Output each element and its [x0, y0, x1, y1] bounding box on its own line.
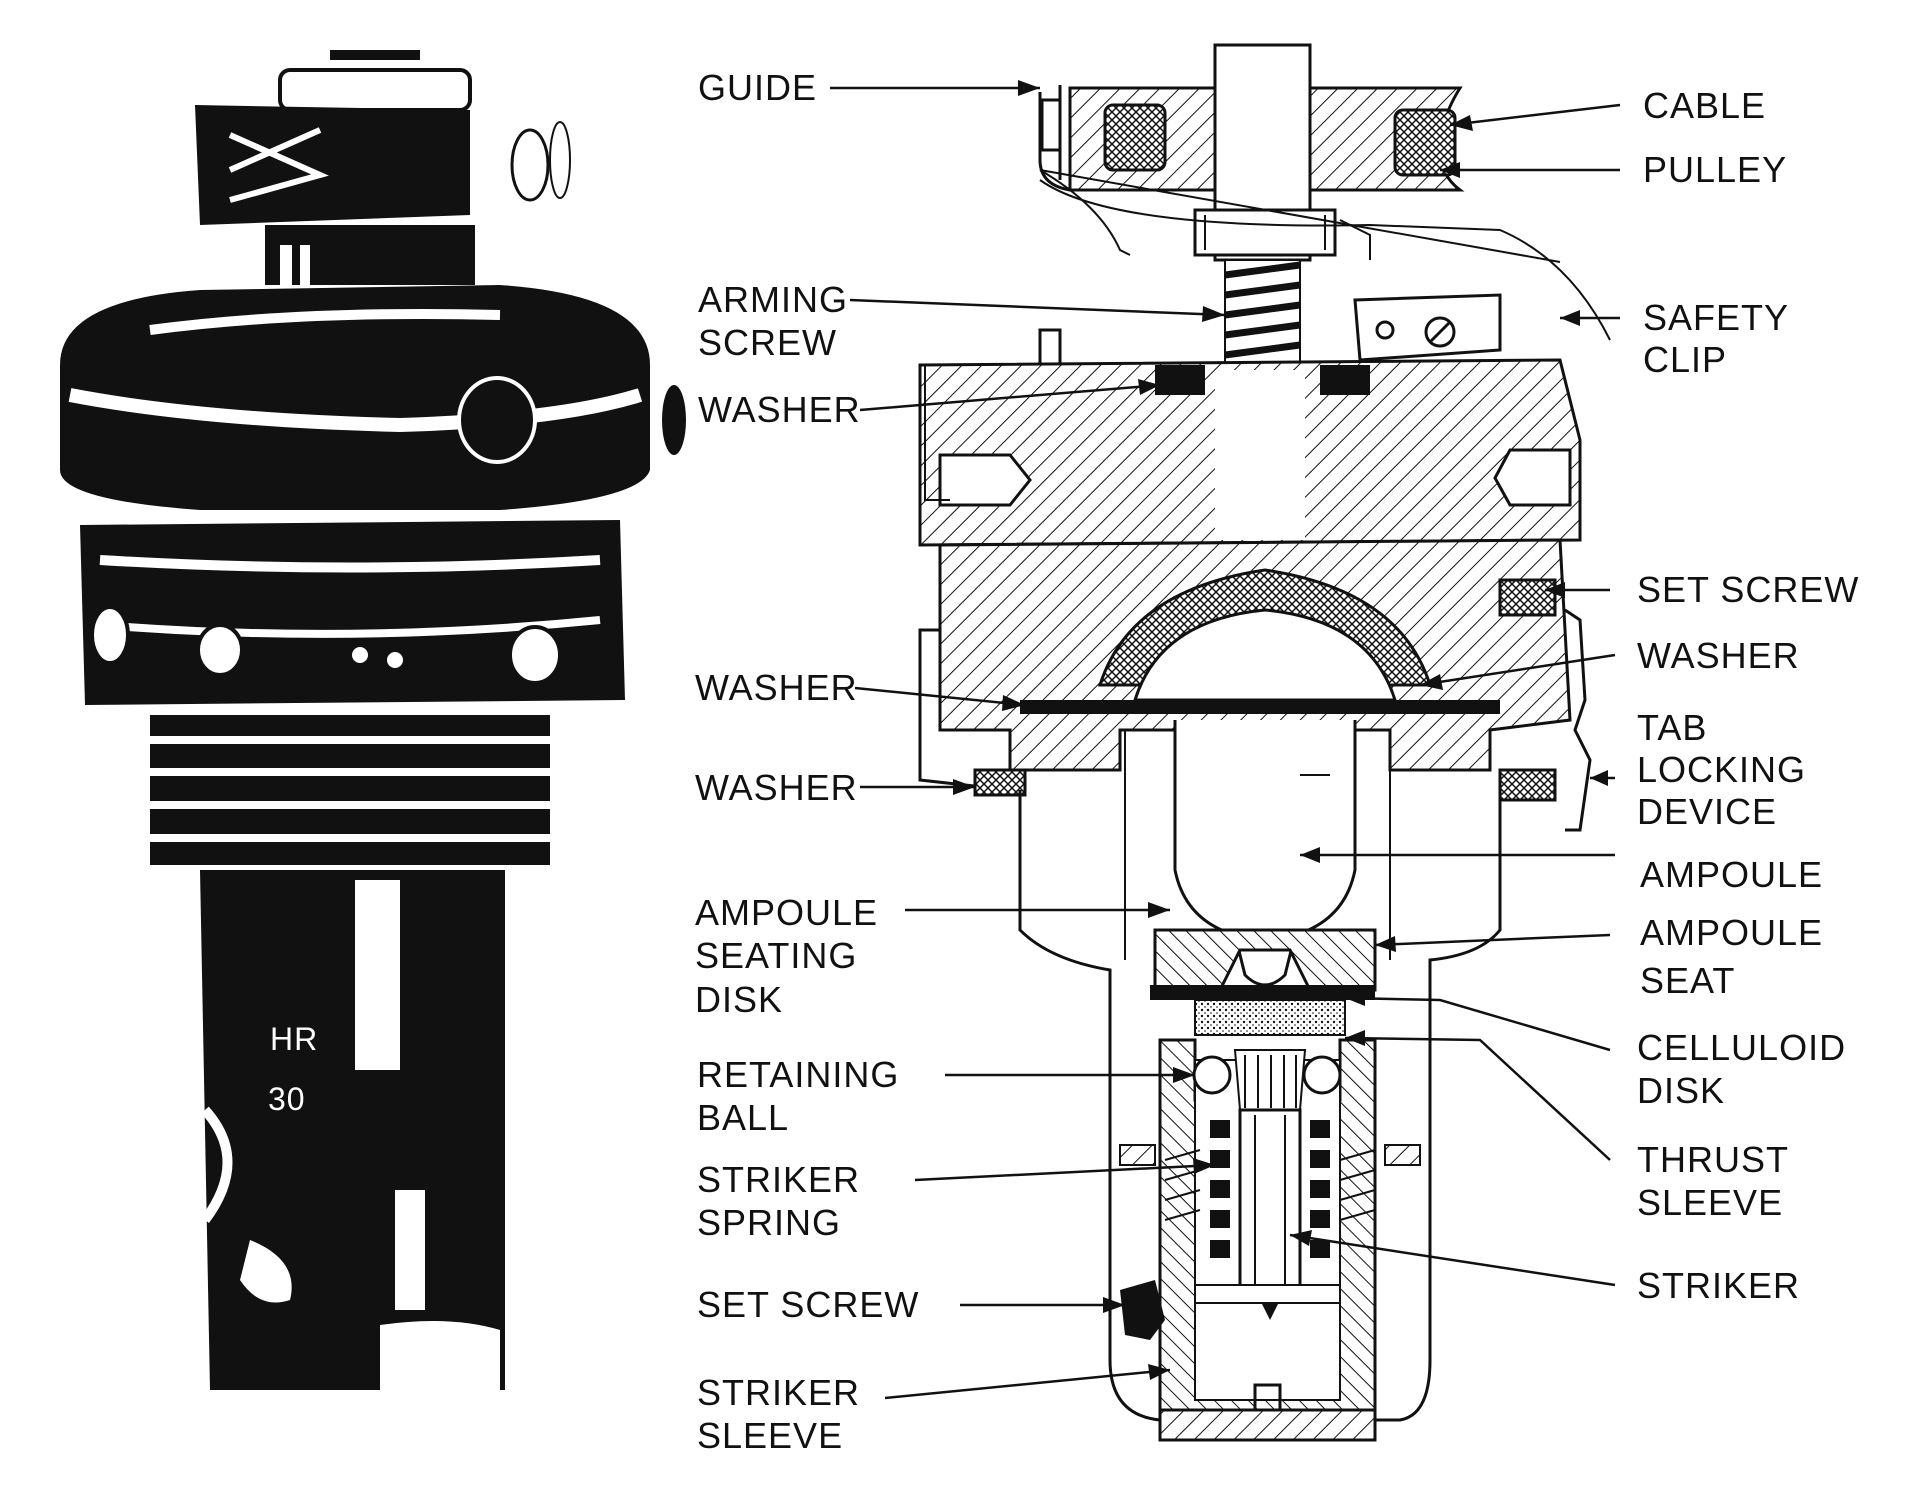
leader-lines: [830, 80, 1621, 1400]
label-arming-screw: ARMING SCREW: [698, 279, 859, 363]
label-guide: GUIDE: [698, 67, 817, 108]
photo-marking-line-1: HR: [270, 1021, 318, 1057]
label-striker-sleeve: STRIKER SLEEVE: [697, 1372, 871, 1456]
label-safety-clip: SAFETY CLIP: [1643, 297, 1799, 380]
label-pulley: PULLEY: [1643, 149, 1787, 190]
label-set-screw-left: SET SCREW: [697, 1284, 919, 1325]
photo-marking-line-2: 30: [268, 1081, 306, 1117]
label-striker: STRIKER: [1637, 1265, 1800, 1306]
label-ampoule: AMPOULE: [1640, 854, 1823, 895]
label-tab-locking-device: TAB LOCKING DEVICE: [1637, 707, 1817, 832]
label-thrust-sleeve: THRUST SLEEVE: [1637, 1139, 1799, 1223]
label-washer-1: WASHER: [698, 389, 861, 430]
label-set-screw-right: SET SCREW: [1637, 569, 1859, 610]
label-washer-3: WASHER: [695, 767, 858, 808]
label-ampoule-seating-disk: AMPOULE SEATING DISK: [695, 892, 889, 1020]
label-washer-right: WASHER: [1637, 635, 1800, 676]
fuze-cross-section: [918, 43, 1611, 1442]
label-striker-spring: STRIKER SPRING: [697, 1159, 871, 1243]
label-washer-2: WASHER: [695, 667, 858, 708]
label-retaining-ball: RETAINING BALL: [697, 1054, 910, 1138]
callout-labels: GUIDE CABLE PULLEY ARMING SCREW SAFETY C…: [695, 67, 1859, 1456]
fuze-photograph: HR 30: [60, 50, 686, 1390]
label-celluloid-disk: CELLULOID DISK: [1637, 1027, 1857, 1111]
label-cable: CABLE: [1643, 85, 1766, 126]
label-ampoule-seat: AMPOULE SEAT: [1640, 912, 1834, 1001]
